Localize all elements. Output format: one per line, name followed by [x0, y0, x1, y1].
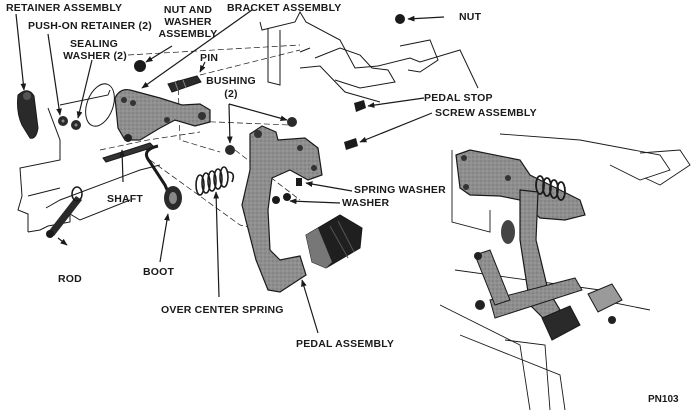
figure-code: PN103	[648, 394, 679, 405]
pedal-pad-part	[305, 214, 363, 269]
bushing-part-1	[225, 145, 235, 155]
label-nut: NUT	[459, 11, 482, 23]
leader-lines	[15, 9, 445, 334]
label-retainer-assembly: RETAINER ASSEMBLY	[6, 2, 123, 14]
label-push-on-retainer: PUSH-ON RETAINER (2)	[28, 20, 152, 32]
label-washer: WASHER	[342, 197, 390, 209]
label-sealing-washer-line2: WASHER (2)	[63, 50, 127, 62]
label-rod: ROD	[58, 273, 82, 285]
nut-and-washer-part	[134, 60, 146, 72]
sealing-washer-part	[85, 83, 115, 127]
bracket-plate-part	[114, 89, 211, 142]
pedal-stop-part	[354, 100, 366, 112]
return-rod-part	[144, 144, 170, 193]
boot-part	[164, 186, 182, 210]
retainer-assembly-part	[17, 90, 39, 139]
push-on-retainers	[58, 116, 81, 130]
washer-part	[272, 193, 291, 204]
bushing-part-2	[287, 117, 297, 127]
pin-part	[167, 75, 202, 93]
label-bushing-line1: BUSHING	[206, 75, 256, 87]
screw-assembly-part	[344, 138, 358, 150]
label-pedal-stop: PEDAL STOP	[424, 92, 493, 104]
firewall-panel	[17, 89, 161, 233]
label-pin: PIN	[200, 52, 219, 64]
label-bracket-assembly: BRACKET ASSEMBLY	[227, 2, 342, 14]
installed-view	[439, 133, 691, 411]
pedal-assembly-part	[241, 125, 323, 293]
rod-part	[46, 186, 83, 238]
spring-washer-part	[296, 178, 302, 186]
label-screw-assembly: SCREW ASSEMBLY	[435, 107, 537, 119]
nut-part	[395, 14, 405, 24]
label-pedal-assembly: PEDAL ASSEMBLY	[296, 338, 395, 350]
label-nut-and-washer-line2: WASHER	[164, 16, 212, 28]
label-spring-washer: SPRING WASHER	[354, 184, 446, 196]
label-boot: BOOT	[143, 266, 175, 278]
label-over-center-spring: OVER CENTER SPRING	[161, 304, 284, 316]
label-nut-and-washer-line3: ASSEMBLY	[158, 28, 218, 40]
label-sealing-washer-line1: SEALING	[69, 38, 119, 50]
label-shaft: SHAFT	[107, 193, 143, 205]
label-bushing-line2: (2)	[224, 88, 238, 100]
over-center-spring-part	[195, 166, 235, 196]
mounting-bracket-outline	[259, 10, 479, 103]
label-nut-and-washer-line1: NUT AND	[163, 4, 213, 16]
